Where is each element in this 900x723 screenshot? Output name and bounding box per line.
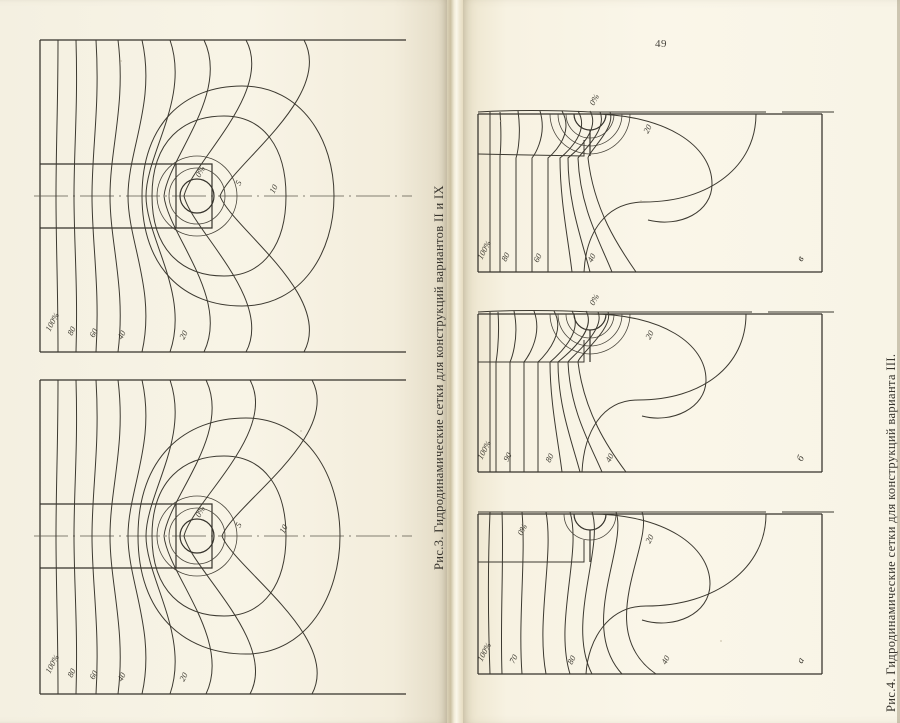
page-edge-shadow	[897, 0, 900, 723]
figure-caption-fig4: Рис.4. Гидродинамические сетки для конст…	[884, 353, 898, 712]
scan-speck	[720, 640, 722, 642]
panel-letter: в	[795, 254, 807, 264]
contour-label: 20	[177, 328, 190, 341]
contour-label: 60	[531, 251, 544, 264]
contour-label: 20	[177, 670, 190, 683]
contour-label: 60	[87, 326, 100, 339]
contour-label: 40	[115, 670, 128, 683]
contour-label: 40	[115, 328, 128, 341]
scan-speck	[500, 120, 502, 122]
contour-label: 60	[87, 668, 100, 681]
figure-caption-fig3: Рис.3. Гидродинамические сетки для конст…	[432, 185, 446, 570]
contour-label: 0%	[587, 92, 601, 107]
contour-label: 70	[507, 652, 520, 665]
left-page-sheet	[0, 0, 447, 723]
figure-fig4-v: 100% 80 60 40 0% 20 в	[466, 92, 834, 278]
contour-label: 90	[501, 450, 514, 463]
figure-fig4-a: 100% 70 80 40 0% 20 а	[466, 500, 834, 682]
contour-label: 20	[641, 122, 654, 135]
page-number: 49	[655, 38, 667, 50]
contour-label: 0%	[193, 164, 207, 179]
contour-label: 40	[659, 653, 672, 666]
panel-letter: а	[795, 656, 807, 666]
contour-label: 80	[499, 250, 512, 263]
scan-speck	[120, 60, 122, 62]
contour-label: 5	[233, 178, 244, 186]
contour-label: 80	[543, 451, 556, 464]
scan-speck	[640, 200, 642, 202]
scan-speck	[300, 430, 302, 432]
book-gutter	[447, 0, 463, 723]
contour-label: 10	[277, 522, 290, 535]
contour-label: 10	[267, 182, 280, 195]
contour-label: 80	[565, 653, 578, 666]
contour-label: 0%	[515, 522, 529, 537]
contour-label: 5	[233, 520, 244, 528]
figure-fig3-bottom: 100% 80 60 40 20 0% 5 10	[34, 376, 412, 698]
figure-fig3-top: 100% 80 60 40 20 0% 5 10	[34, 36, 412, 356]
contour-label: 0%	[193, 504, 207, 519]
contour-label: 20	[643, 532, 656, 545]
contour-label: 20	[643, 328, 656, 341]
contour-label: 0%	[587, 292, 601, 307]
panel-letter: б	[795, 453, 808, 463]
contour-label: 40	[603, 451, 616, 464]
figure-fig4-b: 100% 90 80 40 0% 20 б	[466, 292, 834, 478]
